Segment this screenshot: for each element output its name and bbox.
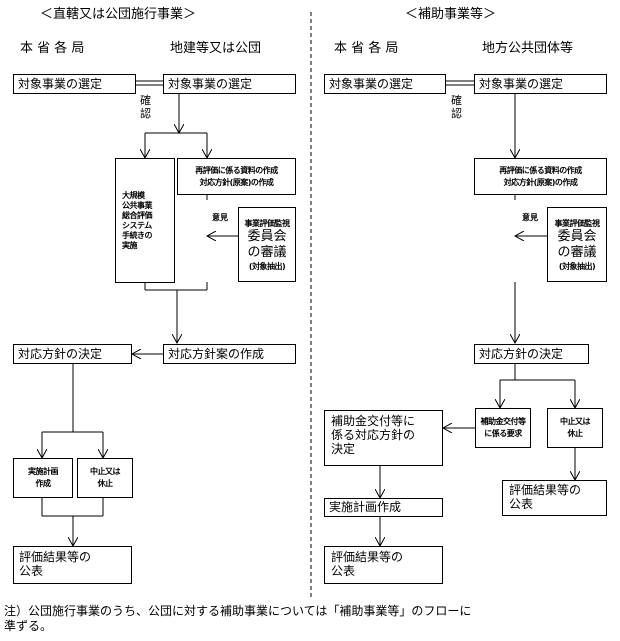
right-stop-line: 休止	[567, 429, 584, 438]
right-col-local: 地方公共団体等	[482, 41, 574, 56]
right-docs-box: 再評価に係る資料の作成 対応方針(原案)の作成	[474, 158, 607, 195]
left-heading: ＜直轄又は公団施行事業＞	[40, 7, 197, 22]
left-plan-line: 作成	[35, 479, 52, 488]
left-docs-line: 再評価に係る資料の作成	[195, 165, 278, 175]
right-subsidy-decide-line: 決定	[331, 442, 356, 456]
left-col-ministry: 本 省 各 局	[20, 41, 85, 56]
right-committee-line: の審議	[557, 244, 597, 260]
right-publish-box-local: 評価結果等の 公表	[502, 480, 607, 516]
right-select-box-ministry: 対象事業の選定	[324, 74, 446, 94]
left-draft-label: 対応方針案の作成	[168, 346, 265, 361]
left-publish-line: 公表	[19, 564, 44, 578]
left-committee-line: (対象抽出)	[248, 261, 286, 271]
right-subsidy-decide-line: 補助金交付等に	[331, 414, 416, 428]
right-subsidy-req-line: 補助金交付等	[480, 417, 527, 426]
left-stop-line: 中止又は	[90, 467, 121, 476]
left-system-line: 大規模	[122, 190, 145, 200]
left-select-label-regional: 対象事業の選定	[168, 76, 253, 91]
left-select-label-ministry: 対象事業の選定	[18, 76, 103, 91]
right-committee-line: (対象抽出)	[558, 261, 596, 271]
left-select-box-ministry: 対象事業の選定	[13, 74, 136, 94]
right-subsidy-req-line: に係る要求	[484, 429, 522, 438]
left-decide-label: 対応方針の決定	[18, 346, 103, 361]
left-system-line: 手続きの	[122, 230, 153, 240]
left-publish-line: 評価結果等の	[19, 550, 92, 564]
right-plan-box: 実施計画作成	[324, 498, 443, 517]
right-committee-line: 委員会	[557, 228, 597, 244]
footnote: 注）公団施行事業のうち、公団に対する補助事業については「補助事業等」のフローに …	[4, 604, 616, 634]
right-docs-line: 再評価に係る資料の作成	[499, 165, 582, 175]
right-select-label-local: 対象事業の選定	[479, 76, 564, 91]
right-decide-box: 対応方針の決定	[474, 344, 589, 364]
left-plan-line: 実施計画	[28, 467, 59, 476]
right-committee-box: 事業評価監視 委員会 の審議 (対象抽出)	[547, 207, 607, 282]
left-plan-box: 実施計画 作成	[13, 458, 73, 498]
right-confirm-label: 確 認	[451, 94, 462, 120]
left-system-line: 公共事業	[122, 200, 153, 210]
right-docs-line: 対応方針(原案)の作成	[503, 177, 578, 187]
left-decide-box: 対応方針の決定	[13, 344, 132, 364]
right-subsidy-req-box: 補助金交付等 に係る要求	[475, 408, 531, 448]
footnote-line-1: 注）公団施行事業のうち、公団に対する補助事業については「補助事業等」のフローに	[4, 604, 472, 618]
left-docs-line: 対応方針(原案)の作成	[199, 177, 274, 187]
left-draft-box: 対応方針案の作成	[163, 344, 296, 364]
right-subsidy-decide-box: 補助金交付等に 係る対応方針の 決定	[324, 410, 443, 466]
left-col-regional: 地建等又は公団	[170, 41, 262, 56]
left-system-line: システム	[122, 220, 152, 230]
left-confirm-label: 確 認	[140, 94, 151, 120]
right-publish-box: 評価結果等の 公表	[324, 546, 443, 584]
right-stop-line: 中止又は	[560, 417, 591, 426]
right-publish-local-line: 公表	[509, 497, 534, 511]
right-publish-local-line: 評価結果等の	[509, 483, 582, 497]
right-committee-line: 事業評価監視	[554, 218, 601, 228]
right-select-label-ministry: 対象事業の選定	[329, 76, 414, 91]
footnote-line-2: 準ずる。	[4, 619, 53, 633]
left-system-line: 総合評価	[122, 210, 153, 220]
right-plan-label: 実施計画作成	[329, 500, 402, 514]
left-select-box-regional: 対象事業の選定	[163, 74, 296, 94]
left-committee-line: 委員会	[247, 228, 287, 244]
left-docs-box: 再評価に係る資料の作成 対応方針(原案)の作成	[177, 158, 296, 195]
left-committee-box: 事業評価監視 委員会 の審議 (対象抽出)	[238, 207, 296, 282]
right-col-ministry: 本 省 各 局	[334, 41, 399, 56]
right-stop-box: 中止又は 休止	[547, 408, 603, 448]
right-decide-label: 対応方針の決定	[479, 346, 564, 361]
left-system-line: 実施	[122, 240, 138, 250]
right-opinion-label: 意見	[522, 213, 538, 222]
left-publish-box: 評価結果等の 公表	[13, 546, 132, 584]
right-heading: ＜補助事業等＞	[405, 7, 497, 22]
left-stop-box: 中止又は 休止	[77, 458, 133, 498]
left-stop-line: 休止	[97, 479, 114, 488]
left-committee-line: 事業評価監視	[244, 218, 291, 228]
left-committee-line: の審議	[247, 244, 287, 260]
right-subsidy-decide-line: 係る対応方針の	[331, 428, 416, 442]
left-opinion-label: 意見	[212, 213, 228, 222]
left-system-box: 大規模 公共事業 総合評価 システム 手続きの 実施	[115, 158, 175, 283]
right-publish-line: 評価結果等の	[331, 550, 404, 564]
right-select-box-local: 対象事業の選定	[474, 74, 607, 94]
right-publish-line: 公表	[331, 564, 356, 578]
